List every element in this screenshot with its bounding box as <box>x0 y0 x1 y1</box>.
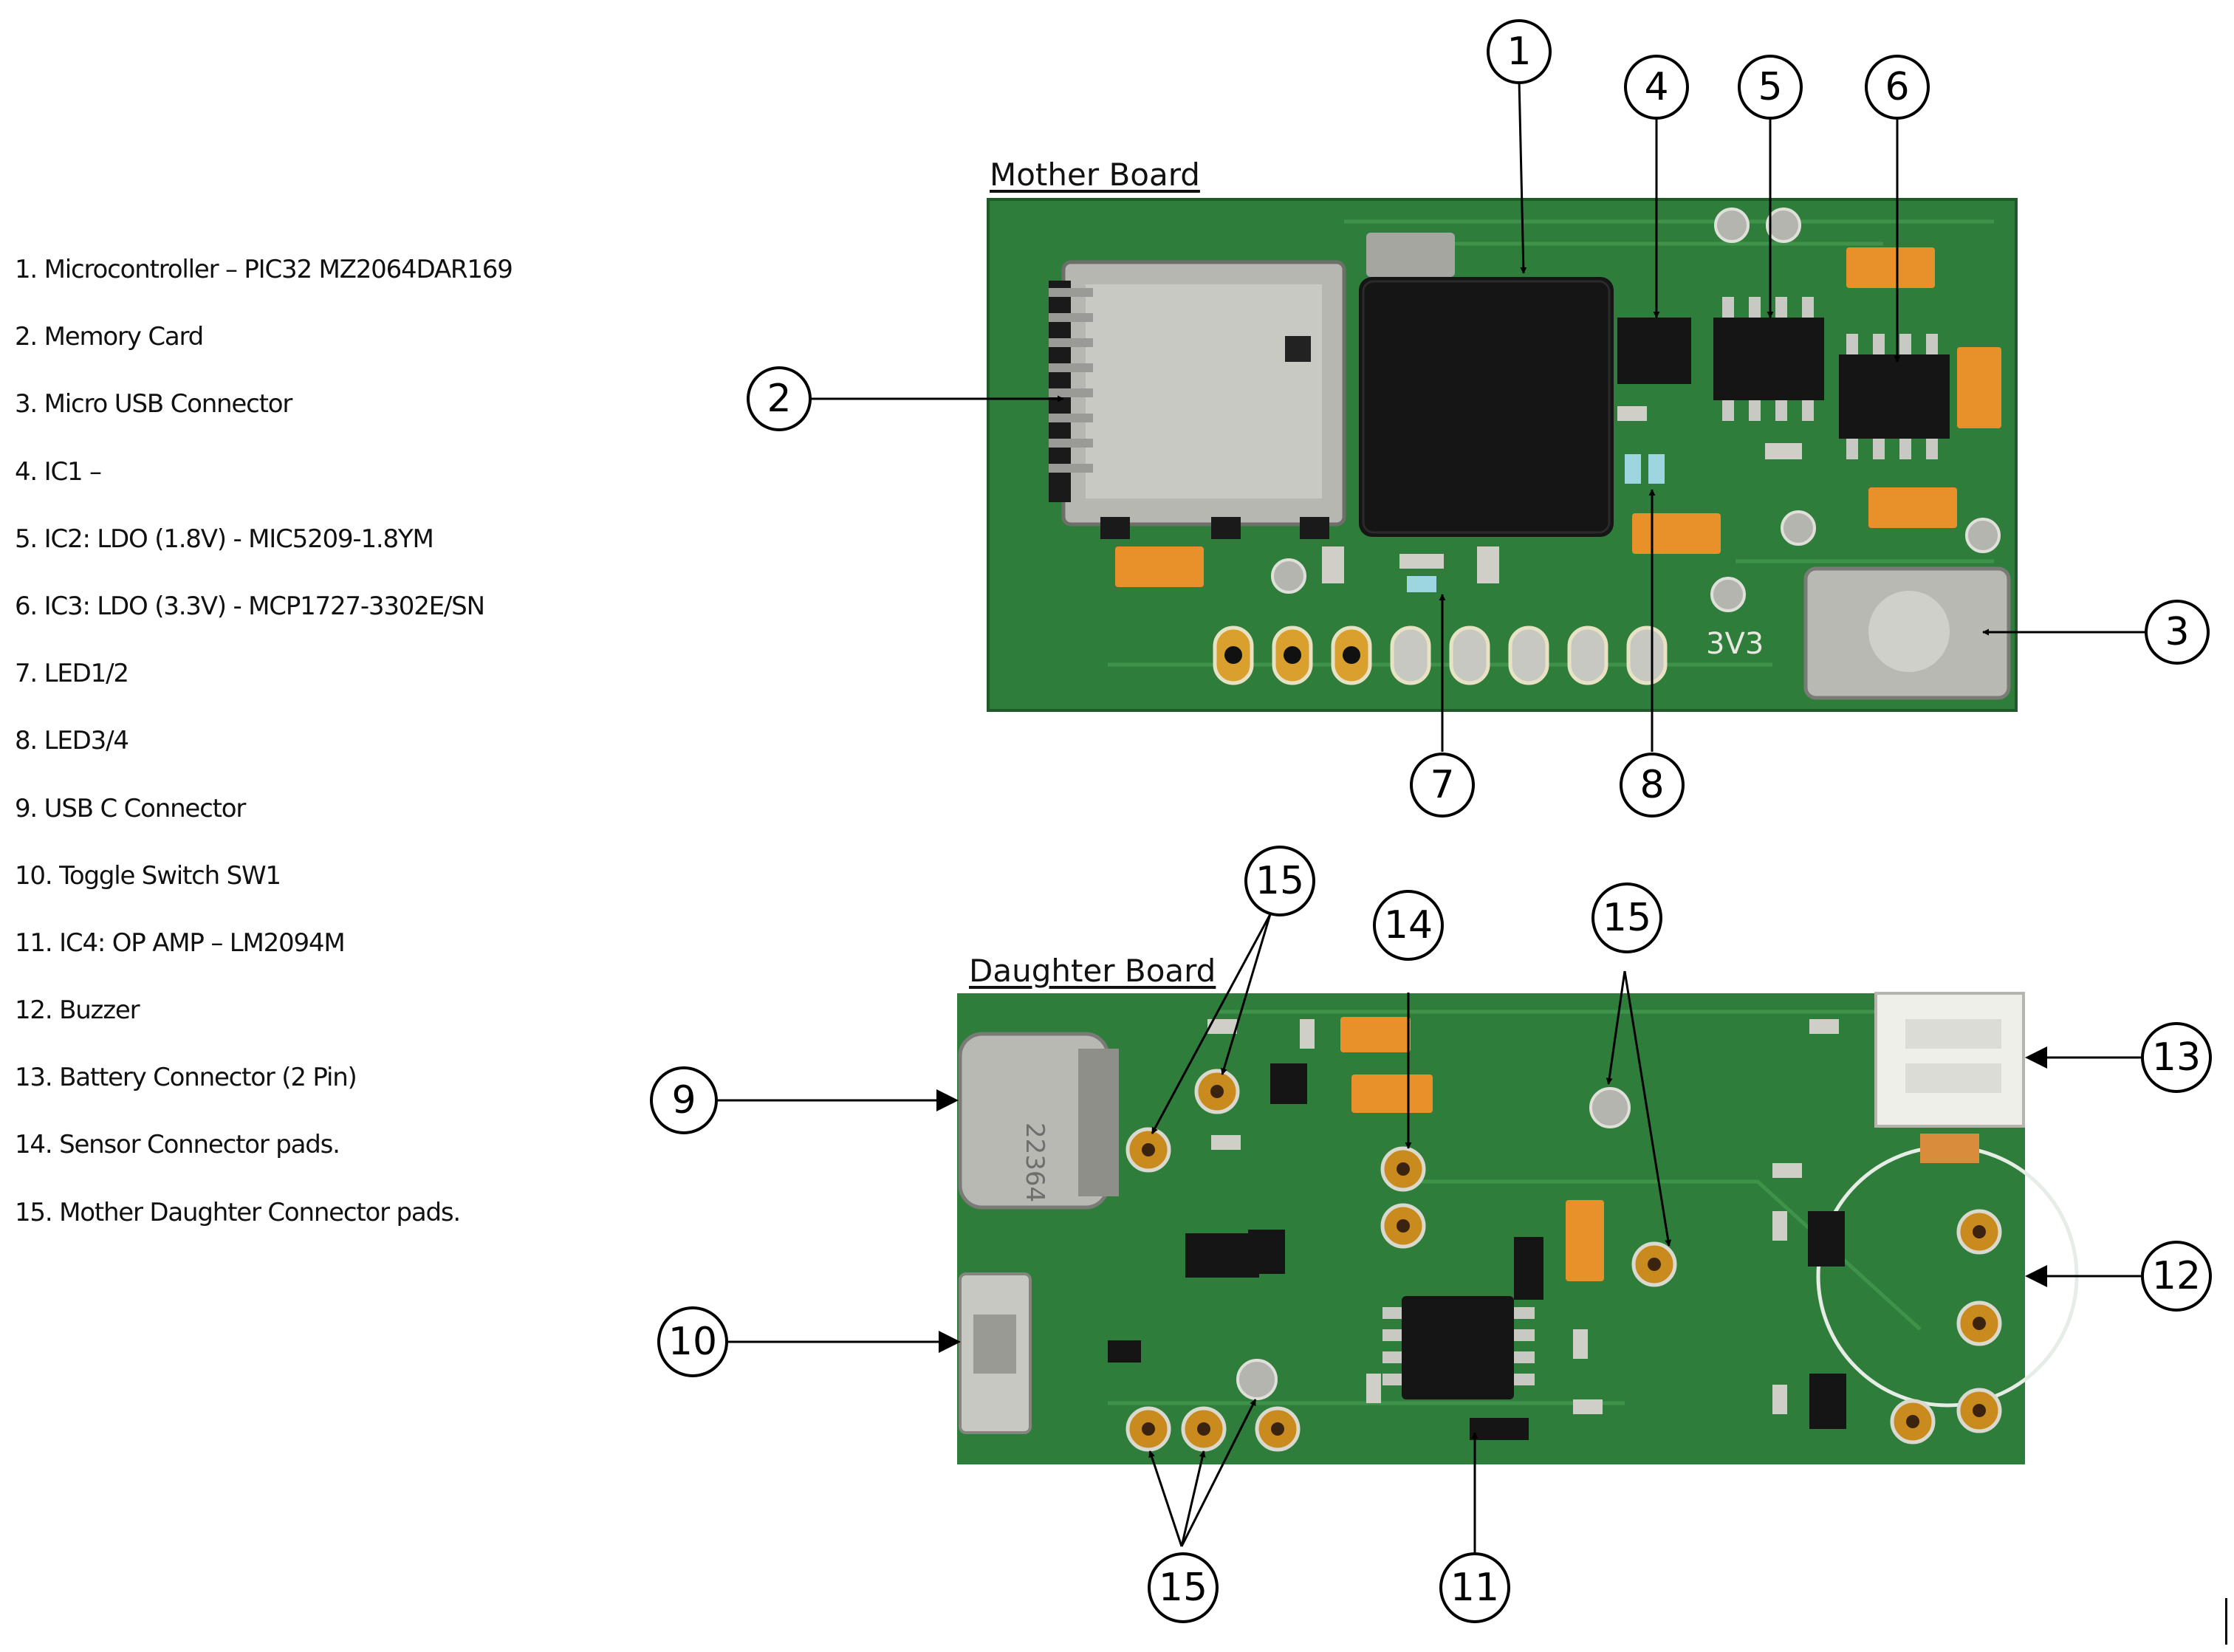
legend-item: 2. Memory Card <box>15 322 204 352</box>
legend-item: 1. Microcontroller – PIC32 MZ2064DAR169 <box>15 255 513 284</box>
callout-10: 10 <box>657 1306 728 1377</box>
callout-3: 3 <box>2145 600 2210 665</box>
legend-item: 11. IC4: OP AMP – LM2094M <box>15 928 346 958</box>
memory-card-socket <box>1049 260 1346 539</box>
callout-6-label: 6 <box>1885 65 1909 109</box>
legend-item: 14. Sensor Connector pads. <box>15 1130 340 1160</box>
callout-8-label: 8 <box>1639 763 1664 807</box>
callout-1: 1 <box>1487 19 1552 84</box>
mother-board-title: Mother Board <box>990 157 1200 193</box>
callout-15b-label: 15 <box>1603 896 1651 940</box>
callout-2: 2 <box>747 366 812 431</box>
leader-15a-1 <box>1151 914 1272 1134</box>
legend-item: 12. Buzzer <box>15 995 140 1026</box>
daughter-board-title: Daughter Board <box>969 953 1216 989</box>
callout-7-label: 7 <box>1430 763 1454 807</box>
usb-c-connector: 22364 <box>958 1032 1119 1210</box>
callout-15c-label: 15 <box>1159 1566 1207 1610</box>
leader-15b-1 <box>1606 970 1626 1085</box>
leader-lines <box>716 79 2146 1555</box>
leader-1 <box>1518 79 1527 274</box>
legend-item: 8. LED3/4 <box>15 726 129 756</box>
daughter-board: 22364 <box>957 992 2079 1464</box>
callout-15a: 15 <box>1244 846 1315 916</box>
callout-8: 8 <box>1620 753 1685 818</box>
microcontroller-chip <box>1359 277 1614 537</box>
legend-item: 7. LED1/2 <box>15 659 129 689</box>
callout-11-label: 11 <box>1450 1566 1499 1610</box>
legend-item: 3. Micro USB Connector <box>15 389 292 419</box>
callout-5-label: 5 <box>1758 65 1782 109</box>
silkscreen-3v3: 3V3 <box>1706 627 1764 661</box>
callout-13-label: 13 <box>2152 1035 2201 1080</box>
leader-15b-2 <box>1623 970 1672 1247</box>
callout-15a-label: 15 <box>1255 859 1304 903</box>
callout-2-label: 2 <box>767 377 791 421</box>
header-pad-row <box>1213 626 1668 685</box>
micro-usb-connector <box>1803 566 2011 700</box>
callout-3-label: 3 <box>2165 610 2189 654</box>
usb-c-marking: 22364 <box>1020 1123 1049 1202</box>
callout-7: 7 <box>1410 753 1475 818</box>
legend-item: 13. Battery Connector (2 Pin) <box>15 1063 357 1093</box>
legend-item: 15. Mother Daughter Connector pads. <box>15 1197 461 1227</box>
text-cursor <box>2225 1598 2227 1645</box>
top-test-connector <box>1366 233 1455 277</box>
leader-15a-2 <box>1221 914 1272 1075</box>
callout-4-label: 4 <box>1644 65 1668 109</box>
callout-13: 13 <box>2141 1022 2212 1093</box>
ic3-ldo-chip <box>1839 334 1950 459</box>
callout-9-label: 9 <box>671 1078 696 1123</box>
callout-14-label: 14 <box>1384 903 1433 947</box>
leader-15c-1 <box>1148 1450 1183 1547</box>
callout-15c: 15 <box>1148 1552 1219 1623</box>
ic1-chip <box>1617 318 1691 384</box>
callout-5: 5 <box>1738 55 1803 120</box>
leader-15c-2 <box>1180 1450 1206 1547</box>
mother-board: 3V3 <box>987 198 2018 712</box>
callout-12-label: 12 <box>2152 1254 2201 1298</box>
leader-15c-3 <box>1180 1399 1257 1547</box>
callout-4: 4 <box>1624 55 1689 120</box>
legend-item: 10. Toggle Switch SW1 <box>15 860 281 891</box>
callouts: 1 2 3 4 5 6 7 8 9 10 11 12 13 14 15 15 1… <box>650 19 2212 1623</box>
callout-10-label: 10 <box>668 1320 717 1364</box>
ic2-ldo-chip <box>1713 297 1824 421</box>
battery-connector <box>1874 992 2025 1128</box>
callout-15b: 15 <box>1591 882 1662 953</box>
callout-6: 6 <box>1865 55 1930 120</box>
component-legend: 1. Microcontroller – PIC32 MZ2064DAR169 … <box>15 255 679 1265</box>
callout-12: 12 <box>2141 1241 2212 1312</box>
callout-9: 9 <box>650 1066 718 1134</box>
callout-1-label: 1 <box>1507 30 1531 74</box>
legend-item: 5. IC2: LDO (1.8V) - MIC5209-1.8YM <box>15 524 434 554</box>
toggle-switch <box>959 1272 1032 1434</box>
callout-11: 11 <box>1439 1552 1510 1623</box>
legend-item: 6. IC3: LDO (3.3V) - MCP1727-3302E/SN <box>15 591 485 621</box>
legend-item: 4. IC1 – <box>15 456 102 487</box>
op-amp-chip <box>1382 1296 1535 1399</box>
legend-item: 9. USB C Connector <box>15 793 246 823</box>
callout-14: 14 <box>1373 890 1444 961</box>
